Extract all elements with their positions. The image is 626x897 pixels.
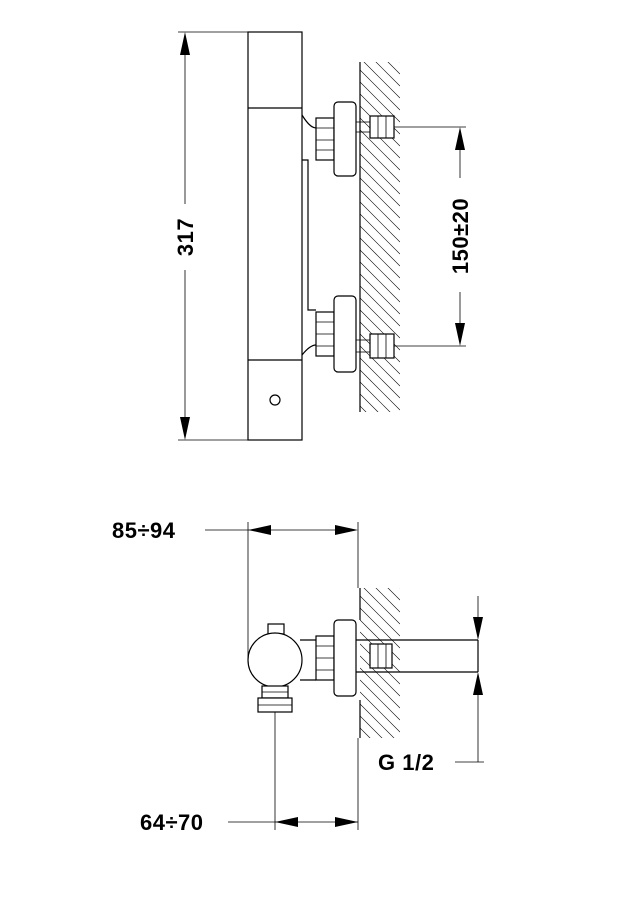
hatch-line	[360, 273, 400, 315]
hatch-line	[360, 655, 400, 697]
depth-min-dimension: 64÷70	[140, 712, 359, 835]
hatch-line	[360, 129, 400, 171]
hatch-line	[360, 369, 400, 411]
hatch-line	[360, 249, 400, 291]
hatch-line	[360, 691, 400, 733]
hatch-line	[360, 165, 400, 207]
hatch-line	[360, 595, 400, 637]
thread-dimension: G 1/2	[378, 596, 484, 775]
hatch-line	[360, 679, 400, 721]
hatch-line	[360, 297, 400, 339]
hatch-line	[399, 588, 400, 589]
hatch-line	[360, 177, 400, 219]
hatch-line	[360, 357, 400, 399]
hatch-line	[360, 69, 400, 111]
hatch-line	[360, 418, 400, 458]
wall-hatch-top	[360, 62, 400, 458]
hatch-line	[360, 201, 400, 243]
hatch-line	[375, 62, 400, 87]
inlet-spacing-label: 150±20	[448, 198, 473, 274]
hatch-line	[360, 393, 379, 412]
mixer-side-body	[247, 623, 316, 713]
hatch-line	[375, 588, 400, 613]
height-dimension: 317	[173, 31, 248, 441]
hatch-line	[360, 703, 395, 738]
side-view: 85÷94 64÷70 G 1/2	[112, 518, 484, 835]
hatch-line	[360, 153, 400, 195]
hatch-line	[363, 62, 400, 99]
depth-max-label: 85÷94	[112, 518, 176, 543]
front-view: 317 150±20	[173, 31, 473, 458]
mixer-body	[247, 31, 303, 441]
hatch-line	[360, 345, 400, 387]
side-eccentric-fitting	[315, 619, 357, 697]
hatch-line	[360, 715, 383, 738]
hatch-line	[360, 405, 367, 412]
hatch-line	[363, 588, 400, 625]
hatch-line	[360, 381, 391, 412]
temperature-knob-mark	[269, 394, 281, 406]
hatch-line	[387, 62, 400, 75]
hatch-line	[360, 189, 400, 231]
hatch-line	[360, 261, 400, 303]
lower-eccentric-fitting	[315, 295, 395, 373]
hatch-line	[360, 607, 400, 649]
hatch-line	[360, 237, 400, 279]
hatch-line	[399, 62, 400, 63]
hatch-line	[360, 213, 400, 255]
hatch-line	[360, 667, 400, 709]
upper-eccentric-fitting	[315, 101, 395, 177]
inlet-pipe	[356, 639, 479, 673]
hatch-line	[360, 727, 371, 738]
hatch-line	[360, 285, 400, 327]
hatch-line	[360, 81, 400, 123]
depth-min-label: 64÷70	[140, 810, 204, 835]
hatch-line	[387, 588, 400, 601]
thread-label: G 1/2	[378, 750, 434, 775]
hatch-line	[360, 225, 400, 267]
inlet-spacing-dimension: 150±20	[394, 126, 473, 347]
height-label: 317	[173, 218, 198, 256]
hatch-line	[360, 141, 400, 183]
depth-max-dimension: 85÷94	[112, 518, 359, 660]
